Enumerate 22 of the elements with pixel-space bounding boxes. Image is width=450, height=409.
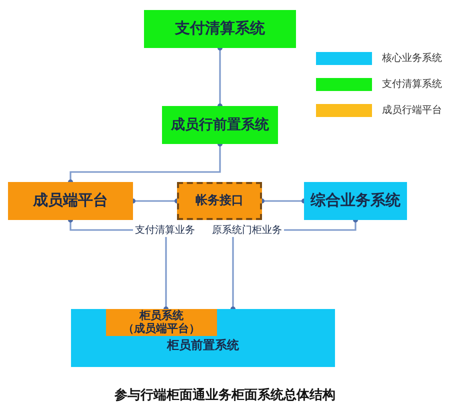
system-box <box>106 309 217 336</box>
edge-label: 原系统门柜业务 <box>210 223 284 237</box>
edge-label: 支付清算业务 <box>133 223 197 237</box>
system-name: 支付清算系统 <box>175 20 265 38</box>
system-box <box>162 106 278 144</box>
system-name: 成员端平台 <box>33 192 108 210</box>
connector-line <box>218 46 222 108</box>
system-name: 柜员前置系统 <box>167 339 239 353</box>
system-name: 综合业务系统 <box>310 192 400 210</box>
caption: 参与行端柜面通业务柜面系统总体结构 <box>114 386 336 404</box>
system-box <box>71 309 335 367</box>
system-name: 帐务接口 <box>196 194 244 208</box>
interface-box <box>177 182 262 220</box>
system-name: 成员行前置系统 <box>171 116 269 134</box>
legend-text: 成员行端平台 <box>382 104 442 117</box>
legend-text: 核心业务系统 <box>382 52 442 65</box>
system-box <box>8 182 133 220</box>
system-box <box>304 182 407 220</box>
system-box <box>144 10 296 48</box>
system-name: 柜员系统（成员端平台） <box>122 310 201 336</box>
connector-line <box>68 142 222 184</box>
legend-text: 支付清算系统 <box>382 78 442 91</box>
